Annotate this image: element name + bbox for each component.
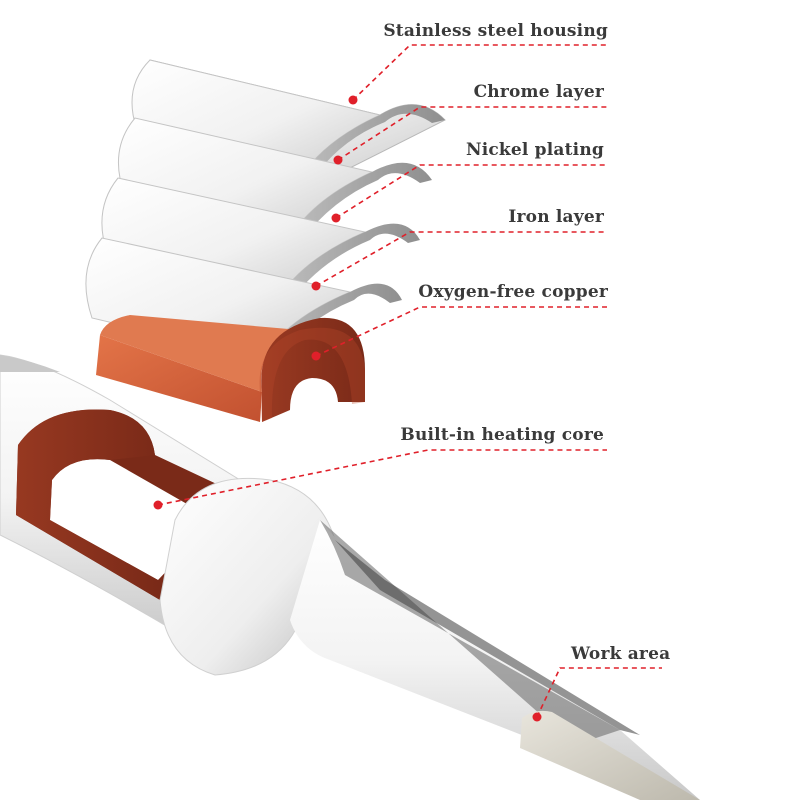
soldering-tip-body (0, 354, 700, 800)
leader-iron (315, 231, 607, 287)
label-iron-layer: Iron layer (508, 207, 604, 227)
label-oxygen-free-copper: Oxygen-free copper (418, 282, 608, 302)
leader-heating-core (157, 449, 607, 506)
label-nickel-plating: Nickel plating (465, 140, 604, 160)
label-chrome-layer: Chrome layer (473, 82, 604, 102)
leader-stainless-steel (352, 44, 607, 101)
label-work-area: Work area (571, 644, 671, 664)
leader-copper (315, 306, 607, 357)
leader-work-area (536, 667, 662, 718)
leader-dots (153, 95, 542, 722)
label-stainless-steel-housing: Stainless steel housing (383, 21, 608, 41)
leader-lines (157, 44, 662, 718)
leader-nickel (335, 164, 607, 219)
copper-block (96, 315, 365, 422)
label-built-in-heating-core: Built-in heating core (400, 425, 604, 445)
